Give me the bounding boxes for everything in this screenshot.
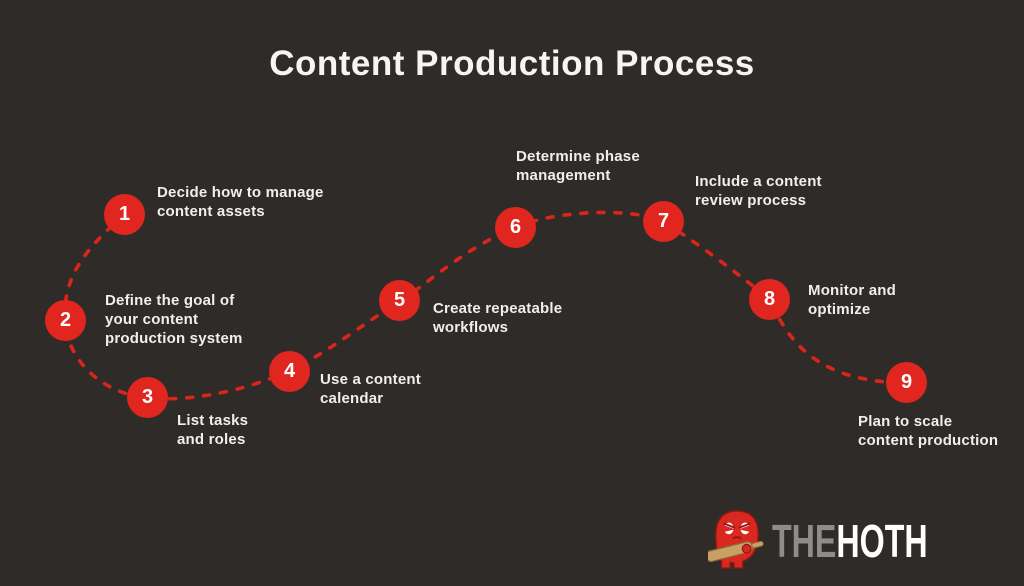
step-2-label: Define the goal of your content producti… [105,292,243,347]
step-6-circle: 6 [495,207,536,248]
step-2-circle: 2 [45,300,86,341]
brand-the: THE [771,515,837,567]
step-6-label: Determine phase management [516,148,640,184]
step-3-label: List tasks and roles [177,412,249,448]
brand-hoth: HOTH [836,515,928,567]
step-7-number: 7 [657,210,670,232]
page-title: Content Production Process [269,44,755,83]
step-1-circle: 1 [104,194,145,235]
step-6-number: 6 [509,216,522,238]
step-8-circle: 8 [749,279,790,320]
brand-logo: THEHOTH [707,508,994,574]
step-5-label: Create repeatable workflows [433,300,563,336]
step-4-label: Use a content calendar [320,371,421,407]
step-4-number: 4 [283,360,296,382]
hoth-monster-icon [707,510,764,569]
step-1-number: 1 [118,203,131,225]
step-1-label: Decide how to manage content assets [157,184,324,220]
step-5-number: 5 [393,289,406,311]
step-9-label: Plan to scale content production [858,413,999,449]
step-8-label: Monitor and optimize [808,282,897,318]
step-9-circle: 9 [886,362,927,403]
step-7-circle: 7 [643,201,684,242]
step-7-label: Include a content review process [695,173,822,209]
step-9-number: 9 [900,371,913,393]
step-4-circle: 4 [269,351,310,392]
step-3-circle: 3 [127,377,168,418]
step-8-number: 8 [763,288,776,310]
brand-logo-text: THEHOTH [772,518,928,564]
step-3-number: 3 [141,386,154,408]
step-2-number: 2 [59,309,72,331]
step-5-circle: 5 [379,280,420,321]
